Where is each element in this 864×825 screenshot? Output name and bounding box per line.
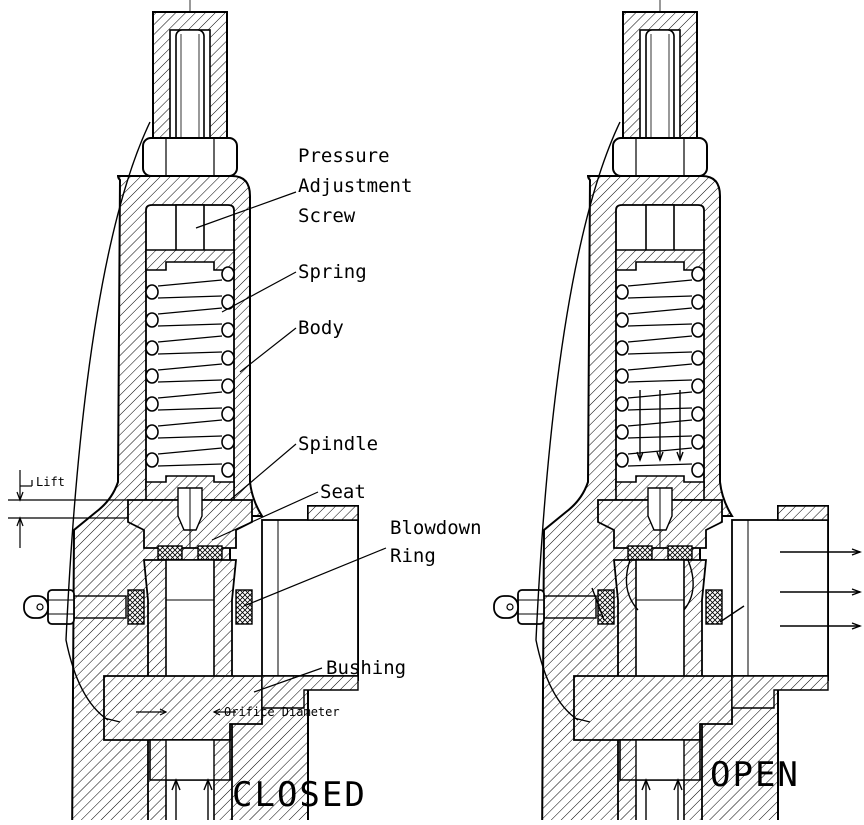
label-body: Body: [298, 317, 344, 339]
label-pressure-line3: Screw: [298, 205, 356, 227]
orifice-dimension: [136, 708, 236, 716]
lift-dimension: [8, 470, 128, 548]
flow-arrows: [591, 390, 862, 630]
label-orifice-diameter: Orifice Diameter: [224, 705, 340, 719]
label-pressure-line1: Pressure: [298, 145, 390, 167]
open-valve-view: [493, 0, 862, 825]
label-bushing: Bushing: [326, 657, 406, 679]
label-pressure-line2: Adjustment: [298, 175, 412, 197]
state-label-open: OPEN: [710, 755, 800, 795]
label-blowdown-line2: Ring: [390, 545, 436, 567]
state-label-closed: CLOSED: [232, 775, 367, 815]
label-blowdown-line1: Blowdown: [390, 517, 482, 539]
leader-lines: [195, 191, 387, 693]
label-seat: Seat: [320, 481, 366, 503]
label-spindle: Spindle: [298, 433, 378, 455]
label-spring: Spring: [298, 261, 367, 283]
label-lift: Lift: [36, 475, 65, 489]
closed-valve-view: [8, 0, 387, 825]
